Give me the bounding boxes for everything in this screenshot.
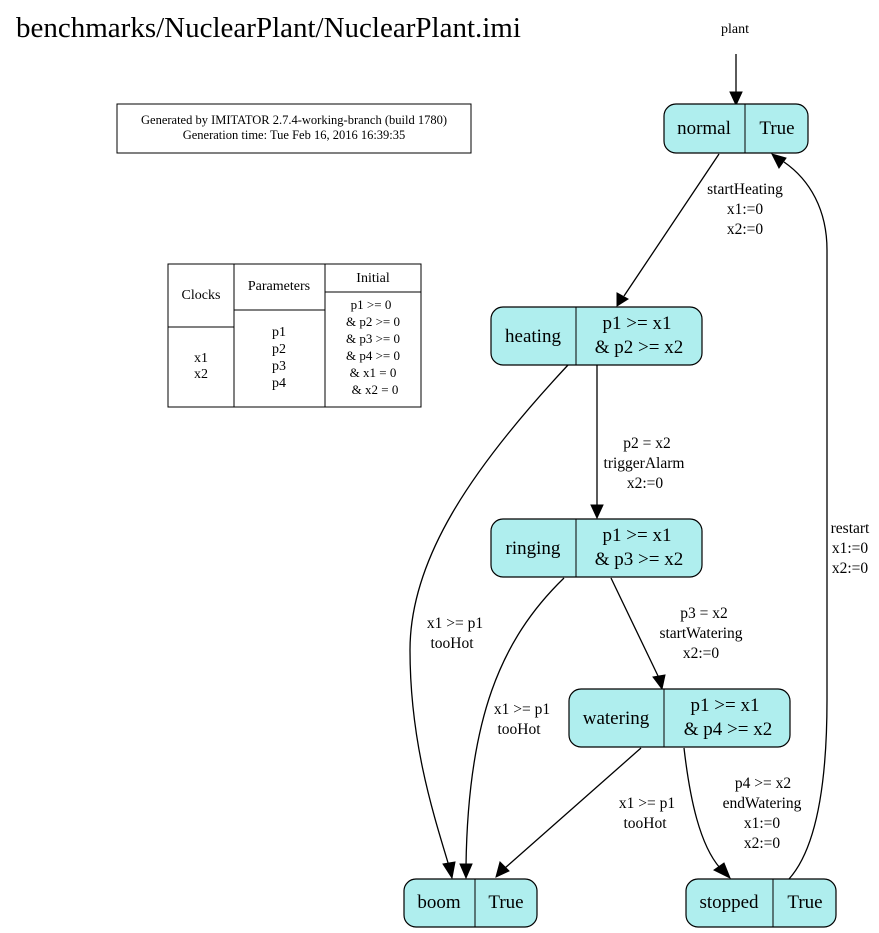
initial-constraint: & p4 >= 0 xyxy=(346,348,400,363)
edge-label-heating-too-hot: x1 >= p1 tooHot xyxy=(427,615,483,652)
initial-header: Initial xyxy=(356,271,390,286)
location-heating[interactable]: heating p1 >= x1 & p2 >= x2 xyxy=(490,306,703,366)
edge-label-ringing-too-hot: x1 >= p1 tooHot xyxy=(494,701,550,738)
location-invariant: p1 >= x1 xyxy=(603,313,672,334)
generator-line: Generated by IMITATOR 2.7.4-working-bran… xyxy=(141,113,447,127)
action-label: restart xyxy=(831,520,870,537)
reset-label: x1:=0 xyxy=(744,815,781,832)
initial-constraint: & x1 = 0 xyxy=(350,365,397,380)
parameters-header: Parameters xyxy=(248,279,310,294)
parameter-item: p3 xyxy=(272,359,286,374)
guard-label: x1 >= p1 xyxy=(494,701,550,718)
location-name: normal xyxy=(677,118,731,139)
reset-label: x2:=0 xyxy=(832,560,869,577)
action-label: tooHot xyxy=(497,721,541,738)
action-label: tooHot xyxy=(623,815,667,832)
edge-watering-too-hot-arrowhead xyxy=(495,861,510,878)
location-ringing[interactable]: ringing p1 >= x1 & p3 >= x2 xyxy=(490,518,703,578)
location-stopped[interactable]: stopped True xyxy=(685,878,837,928)
location-invariant: & p3 >= x2 xyxy=(595,549,683,570)
edge-label-watering-too-hot: x1 >= p1 tooHot xyxy=(619,795,675,832)
guard-label: startHeating xyxy=(707,181,783,198)
edge-end-watering xyxy=(683,747,721,869)
reset-label: x1:=0 xyxy=(727,201,764,218)
action-label: endWatering xyxy=(723,795,802,812)
generation-info-box: Generated by IMITATOR 2.7.4-working-bran… xyxy=(116,103,472,154)
edge-label-trigger-alarm: p2 = x2 triggerAlarm x2:=0 xyxy=(604,435,685,492)
location-boom[interactable]: boom True xyxy=(403,878,538,928)
edge-start-heating xyxy=(623,153,720,297)
location-name: boom xyxy=(417,892,461,913)
location-name: stopped xyxy=(699,892,759,913)
start-label: plant xyxy=(721,22,749,37)
action-label: tooHot xyxy=(430,635,474,652)
location-invariant: & p4 >= x2 xyxy=(684,719,772,740)
reset-label: x2:=0 xyxy=(627,475,664,492)
edge-trigger-alarm-arrowhead xyxy=(590,504,604,520)
initial-constraint: & x2 = 0 xyxy=(352,382,399,397)
clocks-header: Clocks xyxy=(182,288,221,303)
edge-heating-too-hot xyxy=(409,364,569,867)
edge-ringing-too-hot xyxy=(465,577,565,867)
clock-item: x2 xyxy=(194,367,208,382)
edge-restart-arrowhead xyxy=(771,153,787,169)
start-arrowhead xyxy=(729,91,743,107)
initial-constraint: & p3 >= 0 xyxy=(346,331,400,346)
edge-end-watering-arrowhead xyxy=(713,862,731,880)
edge-ringing-too-hot-arrowhead xyxy=(459,863,473,880)
transitions: plant startHeating x1:=0 x2:=0 p2 = x2 t… xyxy=(409,22,870,880)
reset-label: x1:=0 xyxy=(832,540,869,557)
action-label: triggerAlarm xyxy=(604,455,685,472)
guard-label: p4 >= x2 xyxy=(735,775,791,792)
parameter-item: p4 xyxy=(272,376,286,391)
edge-label-start-heating: startHeating x1:=0 x2:=0 xyxy=(707,181,783,238)
initial-constraint: p1 >= 0 xyxy=(351,297,392,312)
location-watering[interactable]: watering p1 >= x1 & p4 >= x2 xyxy=(568,688,791,748)
edge-label-start-watering: p3 = x2 startWatering x2:=0 xyxy=(659,605,742,662)
generation-time-line: Generation time: Tue Feb 16, 2016 16:39:… xyxy=(183,128,406,142)
location-invariant: True xyxy=(488,892,523,913)
guard-label: x1 >= p1 xyxy=(619,795,675,812)
guard-label: p2 = x2 xyxy=(623,435,671,452)
reset-label: x2:=0 xyxy=(727,221,764,238)
edge-start-watering xyxy=(610,577,660,679)
edge-restart xyxy=(783,161,828,880)
location-name: watering xyxy=(583,708,650,729)
reset-label: x2:=0 xyxy=(744,835,781,852)
guard-label: x1 >= p1 xyxy=(427,615,483,632)
edge-start-heating-arrowhead xyxy=(616,292,629,307)
location-normal[interactable]: normal True xyxy=(663,103,809,154)
location-name: heating xyxy=(505,326,561,347)
location-invariant: True xyxy=(759,118,794,139)
declarations-table: Clocks x1 x2 Parameters p1 p2 p3 p4 Init… xyxy=(167,263,422,408)
reset-label: x2:=0 xyxy=(683,645,720,662)
location-invariant: p1 >= x1 xyxy=(603,525,672,546)
diagram-title: benchmarks/NuclearPlant/NuclearPlant.imi xyxy=(16,12,521,44)
locations: normal True heating p1 >= x1 & p2 >= x2 … xyxy=(403,103,837,928)
location-invariant: & p2 >= x2 xyxy=(595,337,683,358)
action-label: startWatering xyxy=(659,625,742,642)
parameter-item: p1 xyxy=(272,325,286,340)
location-name: ringing xyxy=(506,538,561,559)
clock-item: x1 xyxy=(194,351,208,366)
initial-constraint: & p2 >= 0 xyxy=(346,314,400,329)
edge-label-end-watering: p4 >= x2 endWatering x1:=0 x2:=0 xyxy=(723,775,802,852)
edge-watering-too-hot xyxy=(504,747,642,869)
location-invariant: p1 >= x1 xyxy=(691,695,760,716)
edge-heating-too-hot-arrowhead xyxy=(442,861,456,880)
edge-start-watering-arrowhead xyxy=(652,674,666,691)
location-invariant: True xyxy=(787,892,822,913)
guard-label: p3 = x2 xyxy=(680,605,728,622)
edge-label-restart: restart x1:=0 x2:=0 xyxy=(831,520,870,577)
parameter-item: p2 xyxy=(272,342,286,357)
